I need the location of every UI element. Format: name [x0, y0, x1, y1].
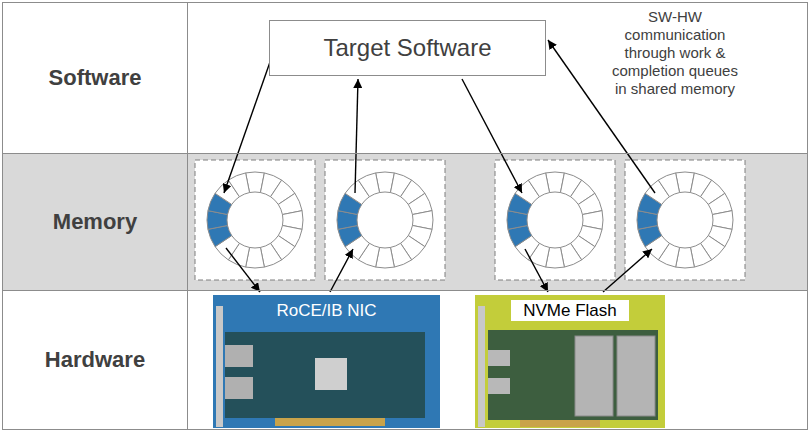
- ring-segment: [528, 173, 549, 197]
- row-label-cell: Software: [3, 3, 188, 153]
- queue-frame: [195, 160, 315, 280]
- row-label: Memory: [53, 209, 137, 235]
- ring-segment: [658, 173, 679, 197]
- chip: [315, 358, 347, 390]
- queue-arrow: [462, 79, 522, 193]
- flash-package: [575, 336, 613, 416]
- note-text: SW-HW communication through work & compl…: [605, 8, 745, 98]
- box-label: Target Software: [323, 34, 491, 62]
- card-label: RoCE/IB NIC: [276, 301, 376, 320]
- network-port: [225, 377, 253, 399]
- circuit-board: [225, 332, 425, 418]
- queue-arrow: [330, 249, 353, 292]
- queue-frame: [495, 160, 615, 280]
- queue-arrow: [603, 249, 652, 292]
- card-label-holder: NVMe Flash: [475, 301, 665, 321]
- circuit-board: [488, 330, 658, 420]
- network-port: [225, 345, 253, 367]
- queue-arrow: [224, 62, 270, 193]
- queue-frames: [195, 160, 745, 280]
- edge-connector: [275, 418, 385, 426]
- flash-package: [617, 336, 655, 416]
- row-band: RoCE/IB NIC NVMe FlashHardware: [2, 290, 808, 430]
- edge-connector: [520, 420, 600, 427]
- nic-ground: [213, 295, 440, 428]
- nic-card: RoCE/IB NIC: [213, 295, 440, 428]
- connector: [488, 350, 510, 366]
- connector: [488, 378, 510, 394]
- card-label: NVMe Flash: [511, 300, 629, 321]
- ring-buffers: [207, 172, 733, 268]
- nic-card-picture: [213, 295, 440, 428]
- row-label-cell: Hardware: [3, 291, 188, 429]
- ring-segment: [228, 173, 249, 197]
- nvme-ground: [475, 295, 665, 428]
- memory-band-fill: [3, 154, 807, 290]
- queue-arrow: [226, 248, 260, 292]
- queue-arrow: [525, 249, 548, 292]
- nvme-card: NVMe Flash: [475, 295, 665, 428]
- card-bracket: [478, 306, 485, 427]
- card-label-holder: RoCE/IB NIC: [213, 301, 440, 321]
- row-label: Software: [49, 65, 142, 91]
- queue-arrow: [355, 79, 358, 193]
- row-label-cell: Memory: [3, 154, 188, 290]
- ring-segment: [358, 173, 379, 197]
- queue-frame: [625, 160, 745, 280]
- queue-arrows: [224, 40, 655, 292]
- nvme-card-picture: [475, 295, 665, 428]
- queue-frame: [325, 160, 445, 280]
- row-label: Hardware: [45, 347, 145, 373]
- software-box: Target Software: [269, 20, 546, 76]
- row-band: Memory: [2, 153, 808, 291]
- card-bracket: [216, 306, 223, 427]
